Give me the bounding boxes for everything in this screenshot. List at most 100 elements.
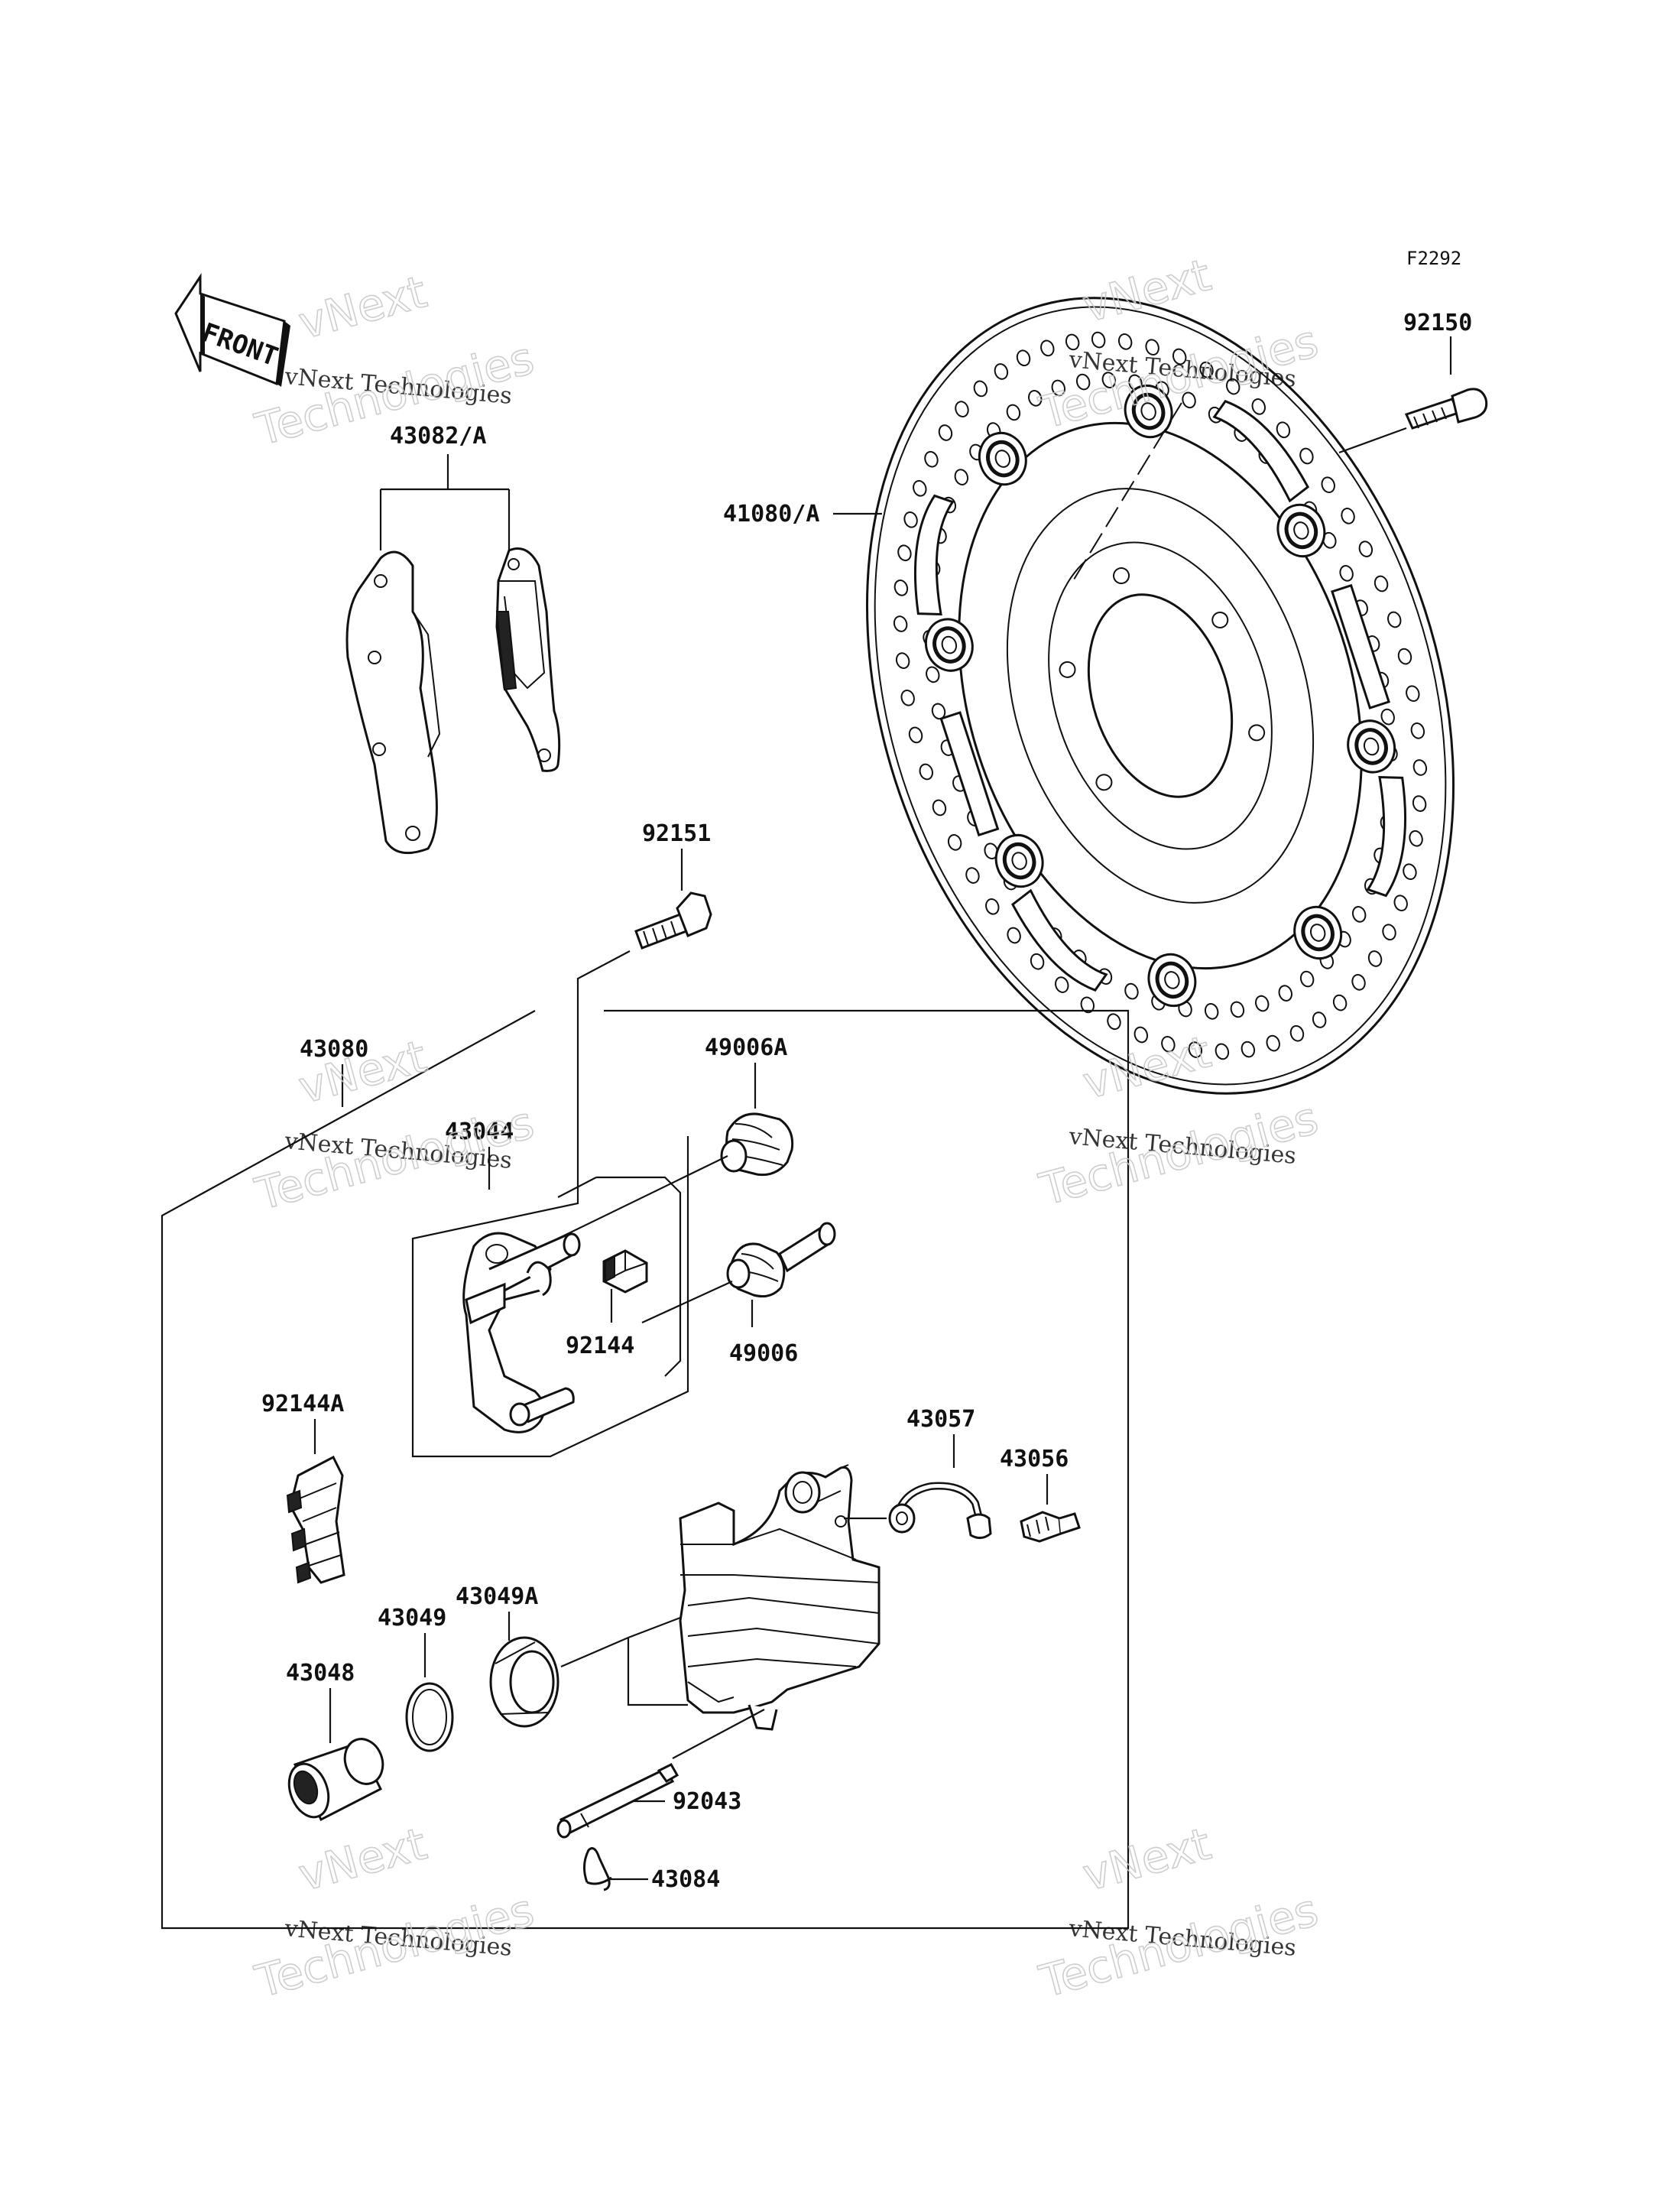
- disc-hole: [1007, 927, 1021, 944]
- disc-hole: [1161, 1035, 1176, 1053]
- disc-hole: [1299, 447, 1314, 465]
- disc-hole: [938, 424, 953, 441]
- label-49006A: 49006A: [705, 1034, 787, 1061]
- disc-hole: [985, 898, 1000, 915]
- disc-hole: [973, 380, 988, 398]
- disc-hole: [1055, 976, 1069, 993]
- clip-43084: [583, 1847, 612, 1891]
- boot-49006A: [720, 1112, 794, 1177]
- disc-hole: [1091, 331, 1106, 349]
- disc-hole: [919, 763, 933, 781]
- disc-hole: [1358, 541, 1374, 557]
- disc-hole: [1332, 994, 1348, 1011]
- disc-hole: [1410, 722, 1425, 739]
- bracket-43044: [462, 1232, 581, 1433]
- watermark-line2: vNext: [294, 265, 432, 349]
- disc-hole: [1266, 1034, 1280, 1052]
- brake-disc: [865, 297, 1455, 1095]
- disc-hole: [1351, 906, 1367, 923]
- disc-hole: [908, 726, 923, 744]
- disc-hole: [1276, 421, 1291, 439]
- disc-button-center: [1309, 924, 1326, 942]
- disc-button-center: [1011, 852, 1027, 870]
- disc-hole: [1204, 1003, 1219, 1020]
- disc-button-center: [994, 450, 1011, 468]
- disc-hole: [1412, 759, 1428, 776]
- seal-43049: [405, 1682, 454, 1752]
- disc-hole: [1387, 611, 1402, 628]
- brake-pad-right: [495, 547, 561, 772]
- label-43080: 43080: [300, 1036, 368, 1063]
- pin-49006: [726, 1222, 836, 1298]
- label-92043: 92043: [673, 1788, 741, 1815]
- disc-hole: [1254, 995, 1270, 1012]
- watermark-line2: vNext: [294, 1817, 432, 1901]
- disc-hole: [1040, 339, 1055, 357]
- disc-hole: [1145, 339, 1159, 356]
- disc-hole: [1117, 333, 1133, 350]
- disc-hole: [1299, 970, 1315, 988]
- disc-hole: [954, 469, 969, 485]
- disc-hole: [1065, 333, 1080, 351]
- disc-hole: [893, 615, 908, 632]
- label-92144: 92144: [566, 1333, 634, 1359]
- disc-hole: [1030, 953, 1045, 970]
- valve-43056: [1020, 1511, 1081, 1543]
- disc-hole: [1172, 348, 1187, 365]
- disc-hole: [1351, 974, 1366, 991]
- label-92144A: 92144A: [261, 1391, 344, 1417]
- disc-hole: [1080, 996, 1095, 1014]
- disc-hole: [1182, 391, 1196, 409]
- seal-43049A: [489, 1636, 559, 1728]
- disc-hole: [932, 799, 947, 817]
- disc-hole: [1403, 863, 1417, 881]
- disc-hole: [1393, 894, 1408, 912]
- disc-hole: [1199, 361, 1214, 378]
- label-43048: 43048: [286, 1660, 355, 1687]
- clip-92144: [602, 1249, 648, 1294]
- disc-hole: [1321, 476, 1335, 494]
- disc-hole: [1241, 1041, 1256, 1058]
- disc-hole: [1312, 1011, 1327, 1028]
- pin-92043: [556, 1763, 679, 1839]
- label-49006: 49006: [729, 1340, 798, 1367]
- disc-hole: [1215, 1043, 1230, 1060]
- disc-hole: [1406, 685, 1420, 703]
- label-43082: 43082/A: [390, 423, 486, 450]
- label-43049A: 43049A: [456, 1583, 538, 1610]
- disc-hole: [900, 689, 915, 706]
- label-43044: 43044: [445, 1118, 514, 1145]
- disc-hole: [926, 666, 940, 683]
- disc-hole: [1339, 565, 1354, 582]
- caliper-body: [679, 1464, 881, 1731]
- disc-hole: [924, 450, 939, 468]
- cap-43057: [888, 1482, 992, 1539]
- disc-hole: [1124, 982, 1139, 1000]
- disc-hole: [1278, 985, 1292, 1002]
- disc-hole: [1374, 575, 1389, 593]
- label-43057: 43057: [906, 1406, 975, 1433]
- pad-spring-92144A: [286, 1455, 345, 1584]
- disc-button-center: [1293, 521, 1309, 540]
- piston-43048: [287, 1738, 384, 1822]
- disc-hole: [1397, 648, 1412, 665]
- label-43084: 43084: [651, 1866, 720, 1893]
- disc-hole: [1380, 708, 1395, 726]
- disc-hole: [965, 867, 980, 884]
- disc-button-center: [1363, 737, 1380, 756]
- disc-hole: [1101, 372, 1117, 388]
- bolt-92150: [1338, 336, 1488, 454]
- disc-hole: [1289, 1024, 1305, 1042]
- disc-hole: [1188, 1041, 1203, 1058]
- disc-button-center: [1164, 971, 1180, 989]
- label-43056: 43056: [1000, 1446, 1069, 1472]
- disc-hole: [1028, 390, 1043, 407]
- disc-hole: [1016, 349, 1031, 367]
- disc-hole: [894, 580, 909, 596]
- bolt-92151: [634, 891, 712, 950]
- disc-hole: [1075, 373, 1091, 391]
- label-92151: 92151: [642, 820, 711, 847]
- disc-hole: [1225, 378, 1241, 395]
- disc-hole: [1409, 830, 1423, 847]
